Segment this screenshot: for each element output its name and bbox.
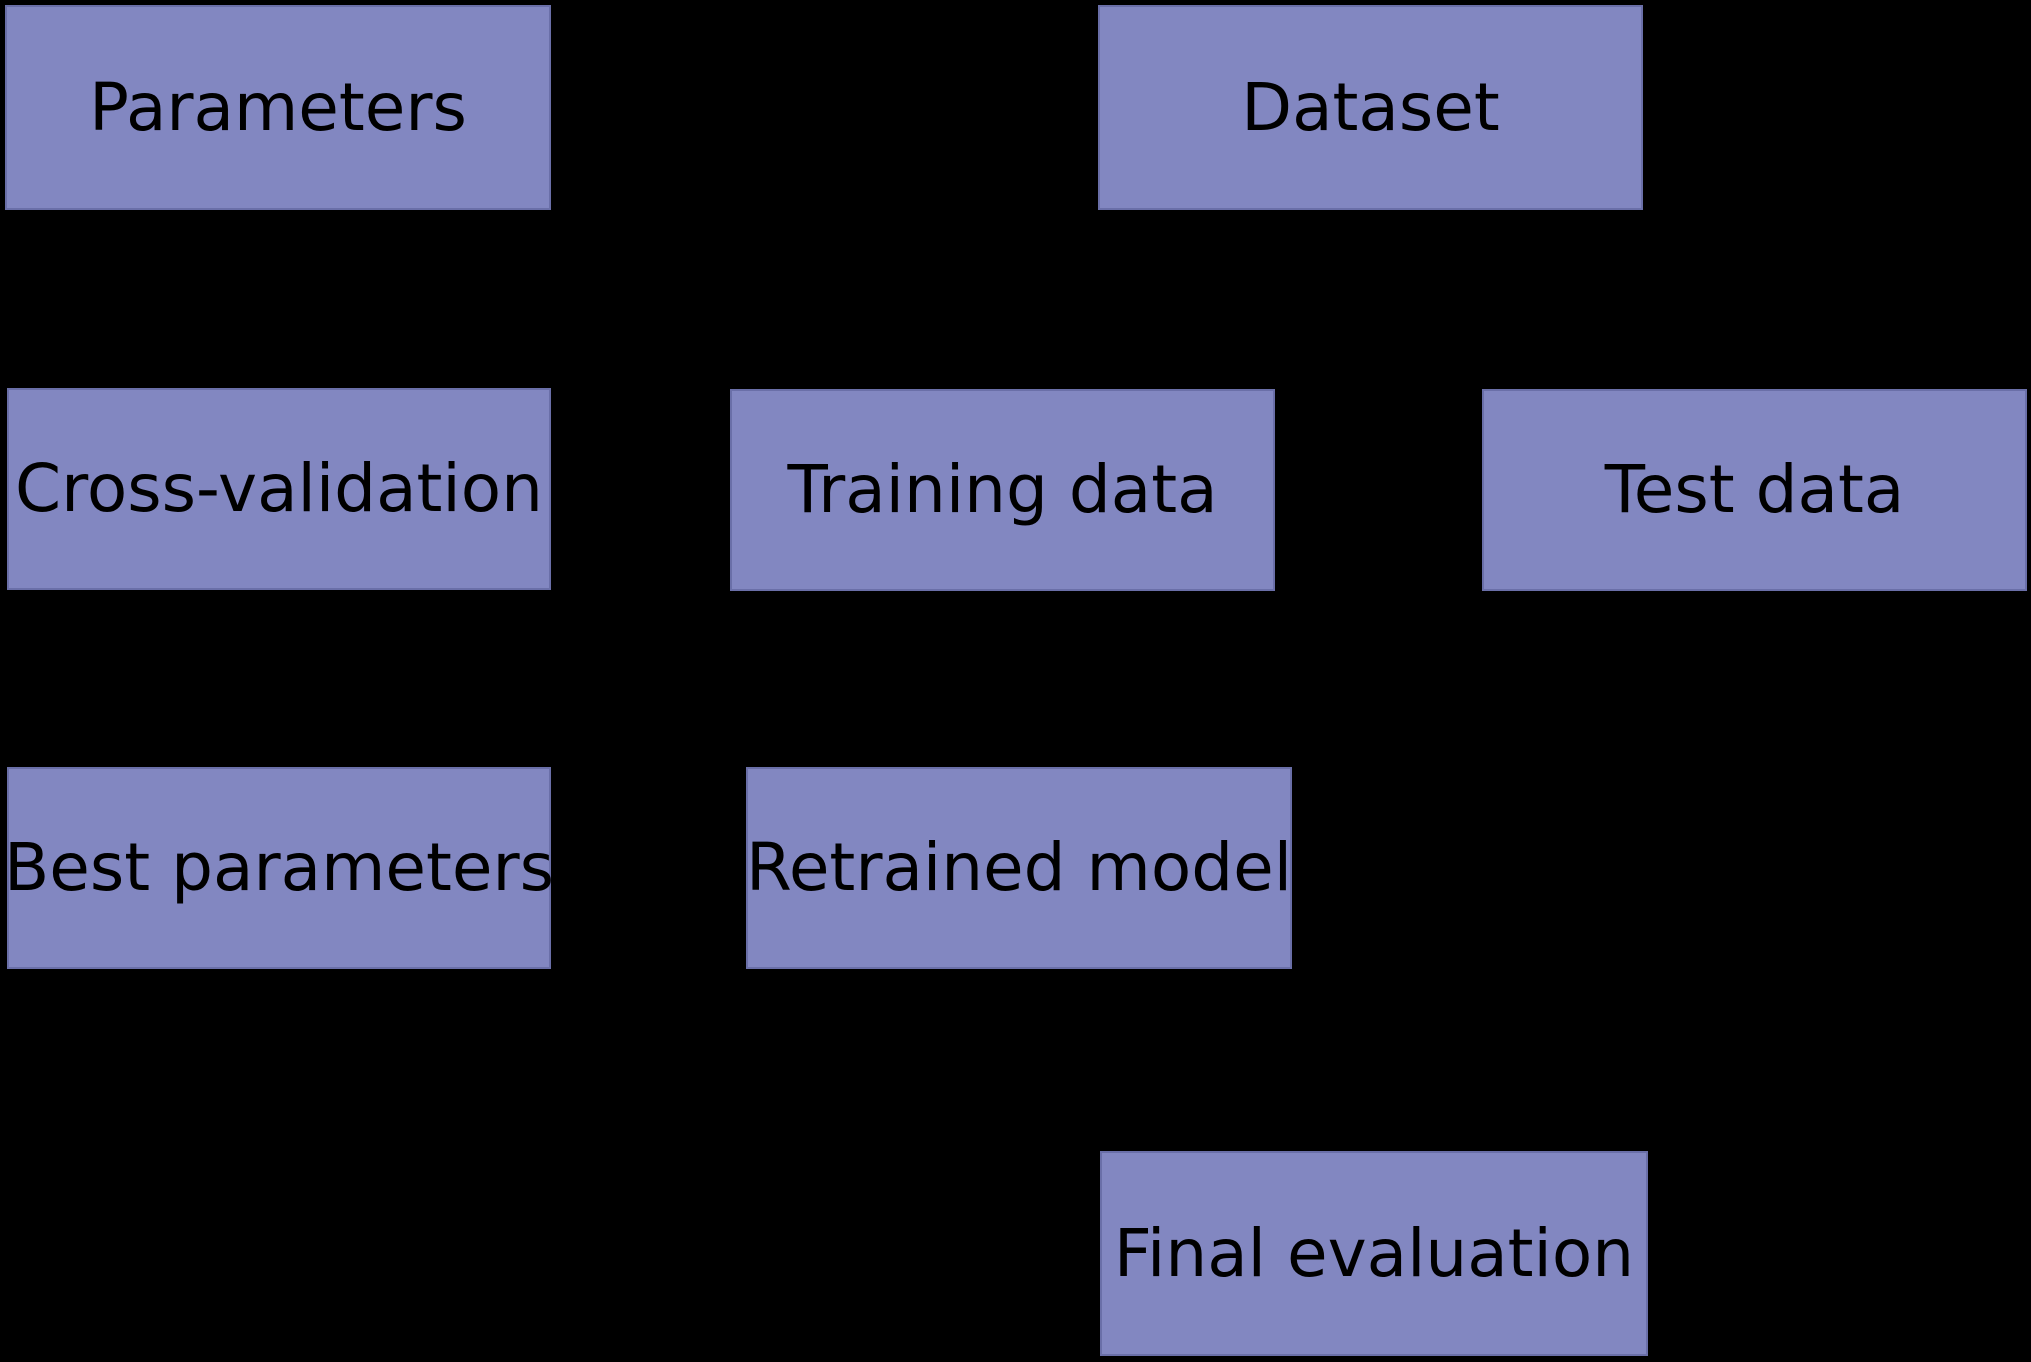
node-test-data[interactable]: Test data bbox=[1482, 389, 2027, 591]
node-label-cross-validation: Cross-validation bbox=[15, 450, 543, 527]
node-parameters[interactable]: Parameters bbox=[5, 5, 551, 210]
node-training-data[interactable]: Training data bbox=[730, 389, 1275, 591]
node-final-evaluation[interactable]: Final evaluation bbox=[1100, 1151, 1648, 1356]
node-label-test-data: Test data bbox=[1604, 451, 1905, 528]
node-label-parameters: Parameters bbox=[89, 68, 467, 146]
node-dataset[interactable]: Dataset bbox=[1098, 5, 1643, 210]
node-label-final-evaluation: Final evaluation bbox=[1113, 1214, 1635, 1292]
node-label-dataset: Dataset bbox=[1241, 68, 1500, 146]
node-best-parameters[interactable]: Best parameters bbox=[4, 767, 554, 969]
node-label-best-parameters: Best parameters bbox=[4, 829, 554, 906]
node-retrained-model[interactable]: Retrained model bbox=[746, 767, 1292, 969]
node-cross-validation[interactable]: Cross-validation bbox=[7, 388, 551, 590]
node-label-training-data: Training data bbox=[787, 451, 1218, 528]
node-label-retrained-model: Retrained model bbox=[745, 829, 1293, 906]
